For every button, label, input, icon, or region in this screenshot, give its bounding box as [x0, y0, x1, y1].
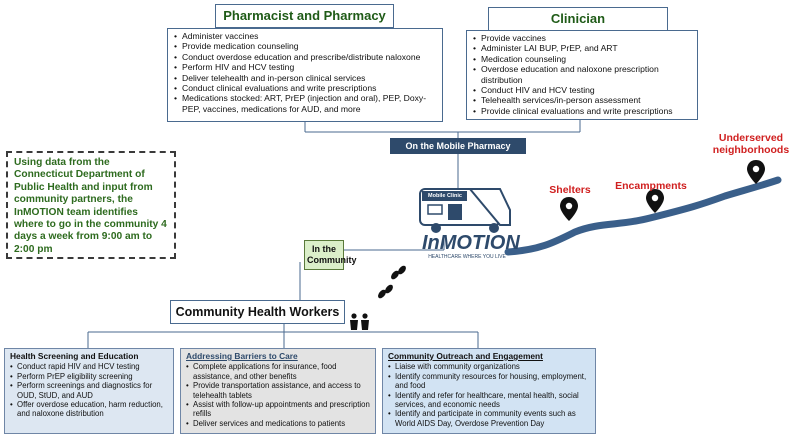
list-item: Administer vaccines	[174, 31, 438, 42]
list-item: Provide medication counseling	[174, 41, 438, 52]
list-item: Assist with follow-up appointments and p…	[186, 400, 370, 419]
list-item: Identify and participate in community ev…	[388, 409, 590, 428]
footprints-icon	[378, 265, 406, 299]
list-item: Medications stocked: ART, PrEP (injectio…	[174, 93, 438, 114]
list-item: Provide vaccines	[473, 33, 693, 44]
clinician-header: Clinician	[488, 7, 668, 31]
panel-title: Health Screening and Education	[10, 351, 139, 361]
van-sign: Mobile Clinic	[428, 193, 462, 199]
clinician-services-list: Provide vaccines Administer LAI BUP, PrE…	[466, 30, 698, 120]
encampments-label: Encampments	[615, 180, 687, 192]
list-item: Conduct clinical evaluations and write p…	[174, 83, 438, 94]
panel-addressing-barriers: Addressing Barriers to Care Complete app…	[180, 348, 376, 434]
list-item: Complete applications for insurance, foo…	[186, 362, 370, 381]
people-icon	[350, 313, 369, 330]
list-item: Deliver telehealth and in-person clinica…	[174, 73, 438, 84]
road-path	[504, 176, 782, 256]
data-source-note: Using data from the Connecticut Departme…	[6, 151, 176, 259]
inmotion-logo: InMOTION	[422, 232, 520, 254]
list-item: Provide clinical evaluations and write p…	[473, 106, 693, 117]
list-item: Overdose education and naloxone prescrip…	[473, 64, 693, 85]
list-item: Conduct rapid HIV and HCV testing	[10, 362, 168, 372]
list-item: Provide transportation assistance, and a…	[186, 381, 370, 400]
list-item: Medication counseling	[473, 54, 693, 65]
list-item: Perform PrEP eligibility screening	[10, 372, 168, 382]
list-item: Conduct HIV and HCV testing	[473, 85, 693, 96]
inmotion-tagline: HEALTHCARE WHERE YOU LIVE	[428, 254, 506, 260]
mobile-pharmacy-label: On the Mobile Pharmacy	[390, 138, 526, 154]
panel-health-screening: Health Screening and Education Conduct r…	[4, 348, 174, 434]
chw-header: Community Health Workers	[170, 300, 345, 324]
list-item: Liaise with community organizations	[388, 362, 590, 372]
list-item: Offer overdose education, harm reduction…	[10, 400, 168, 419]
pharmacist-services-list: Administer vaccines Provide medication c…	[167, 28, 443, 122]
map-pin-icon	[560, 197, 578, 221]
list-item: Conduct overdose education and prescribe…	[174, 52, 438, 63]
map-pin-icon	[646, 189, 664, 213]
list-item: Administer LAI BUP, PrEP, and ART	[473, 43, 693, 54]
in-community-label: In the Community	[304, 240, 357, 270]
panel-community-outreach: Community Outreach and Engagement Liaise…	[382, 348, 596, 434]
underserved-label: Underserved neighborhoods	[712, 132, 790, 156]
list-item: Perform screenings and diagnostics for O…	[10, 381, 168, 400]
list-item: Identify and refer for healthcare, menta…	[388, 391, 590, 410]
shelters-label: Shelters	[549, 184, 591, 196]
list-item: Deliver services and medications to pati…	[186, 419, 370, 429]
map-pin-icon	[747, 160, 765, 184]
panel-title: Addressing Barriers to Care	[186, 351, 298, 361]
panel-title: Community Outreach and Engagement	[388, 351, 543, 361]
list-item: Identify community resources for housing…	[388, 372, 590, 391]
pharmacist-header: Pharmacist and Pharmacy	[215, 4, 394, 28]
mobile-clinic-van-icon	[419, 188, 511, 233]
list-item: Perform HIV and HCV testing	[174, 62, 438, 73]
list-item: Telehealth services/in-person assessment	[473, 95, 693, 106]
